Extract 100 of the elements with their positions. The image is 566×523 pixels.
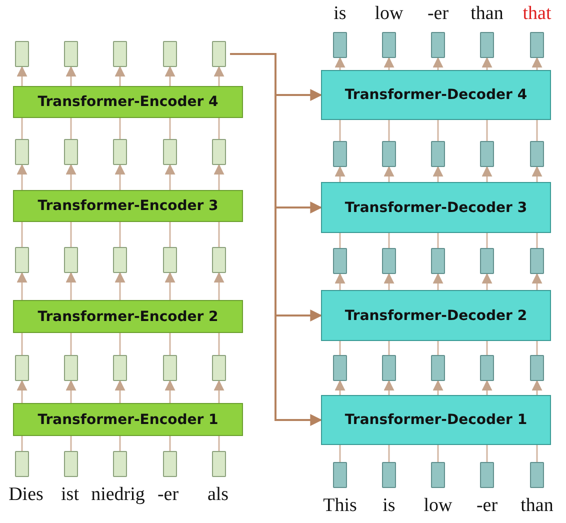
connector-line: [437, 120, 439, 141]
connector-line: [437, 233, 439, 248]
arrow: [384, 56, 394, 70]
token-vector: [530, 355, 544, 381]
word-label: than: [520, 495, 554, 517]
connector-line: [388, 120, 390, 141]
connector-line: [388, 445, 390, 462]
token-vector: [212, 139, 226, 165]
encoder-block: Transformer-Encoder 1: [13, 403, 243, 436]
token-vector: [333, 141, 347, 167]
token-vector: [15, 451, 29, 477]
word-label: -er: [476, 495, 498, 517]
token-vector: [163, 355, 177, 381]
arrow: [164, 272, 176, 300]
token-vector: [530, 462, 544, 488]
connector-line: [119, 222, 121, 247]
word-label: ist: [61, 484, 79, 506]
token-vector: [382, 141, 396, 167]
arrow: [482, 166, 492, 182]
decoder-block: Transformer-Decoder 3: [321, 182, 551, 233]
token-vector: [480, 462, 494, 488]
connector-line: [70, 118, 72, 139]
token-vector: [382, 355, 396, 381]
token-vector: [333, 248, 347, 274]
token-vector: [530, 141, 544, 167]
arrow: [114, 380, 126, 403]
arrow: [532, 380, 542, 395]
token-vector: [64, 451, 78, 477]
token-vector: [431, 141, 445, 167]
decoder-block: Transformer-Decoder 4: [321, 70, 551, 120]
word-label: low: [424, 495, 452, 517]
token-vector: [382, 32, 396, 58]
connector-line: [21, 222, 23, 247]
connector-line: [169, 118, 171, 139]
token-vector: [480, 32, 494, 58]
connector-line: [169, 333, 171, 355]
connector-line: [70, 222, 72, 247]
token-vector: [480, 141, 494, 167]
word-label: -er: [427, 3, 449, 25]
connector-line: [218, 436, 220, 451]
arrow: [214, 380, 224, 403]
connector-line: [169, 436, 171, 451]
connector-line: [119, 118, 121, 139]
connector-line: [536, 341, 538, 355]
token-vector: [333, 462, 347, 488]
word-label: als: [207, 484, 229, 506]
arrow: [482, 272, 492, 290]
arrow: [384, 166, 394, 182]
connector-line: [218, 118, 220, 139]
arrow: [66, 380, 76, 403]
arrow: [432, 56, 444, 70]
arrow: [164, 164, 176, 190]
token-vector: [480, 355, 494, 381]
word-label: niedrig: [91, 484, 145, 506]
word-label: -er: [157, 484, 179, 506]
arrow: [230, 53, 322, 426]
arrow: [482, 380, 492, 395]
encoder-block: Transformer-Encoder 2: [13, 300, 243, 333]
token-vector: [15, 139, 29, 165]
arrow: [214, 66, 224, 86]
token-vector: [113, 451, 127, 477]
word-label: is: [382, 495, 396, 517]
connector-line: [388, 341, 390, 355]
token-vector: [113, 139, 127, 165]
token-vector: [530, 248, 544, 274]
token-vector: [382, 248, 396, 274]
token-vector: [163, 247, 177, 273]
token-vector: [113, 355, 127, 381]
token-vector: [212, 247, 226, 273]
arrow: [432, 166, 444, 182]
arrow: [66, 272, 76, 300]
connector-line: [486, 341, 488, 355]
token-vector: [15, 355, 29, 381]
token-vector: [431, 462, 445, 488]
token-vector: [64, 139, 78, 165]
decoder-block: Transformer-Decoder 1: [321, 395, 551, 445]
connector-line: [486, 120, 488, 141]
arrow: [384, 272, 394, 290]
connector-line: [339, 120, 341, 141]
arrow: [114, 164, 126, 190]
arrow: [334, 272, 346, 290]
connector-line: [486, 233, 488, 248]
connector-line: [70, 436, 72, 451]
token-vector: [333, 355, 347, 381]
arrow: [432, 380, 444, 395]
connector-line: [119, 333, 121, 355]
decoder-block: Transformer-Decoder 2: [321, 290, 551, 341]
arrow: [532, 166, 542, 182]
token-vector: [431, 355, 445, 381]
arrow: [66, 66, 76, 86]
token-vector: [113, 41, 127, 67]
arrow: [334, 380, 346, 395]
arrow: [164, 380, 176, 403]
arrow: [482, 56, 492, 70]
token-vector: [212, 355, 226, 381]
arrow: [432, 272, 444, 290]
token-vector: [382, 462, 396, 488]
connector-line: [437, 341, 439, 355]
arrow: [114, 272, 126, 300]
connector-line: [339, 341, 341, 355]
